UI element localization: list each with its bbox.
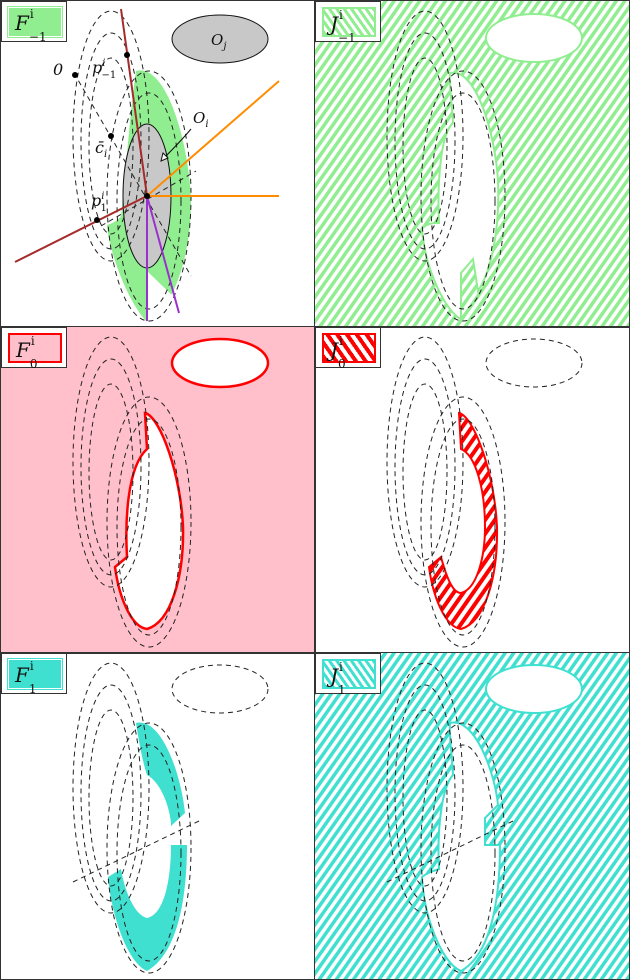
feasible-region-turquoise-lower <box>108 845 187 971</box>
region-gap <box>147 271 178 322</box>
free-region-cutout <box>420 71 500 321</box>
dashed-level-sets <box>386 662 514 974</box>
arrowhead-icon <box>160 152 169 162</box>
panel-f-1-drawing <box>72 662 269 974</box>
cone-edge-purple-2 <box>146 195 180 314</box>
hatched-region-red <box>427 411 499 631</box>
label-c-bar: c̄i <box>95 138 107 160</box>
point-p-minus1 <box>124 52 130 58</box>
dashed-level-sets <box>386 336 583 648</box>
panel-j-0-drawing <box>386 336 583 648</box>
panel-f-0-drawing <box>1 327 315 653</box>
cone-edge-orange-1 <box>146 80 280 197</box>
point-c-bar <box>108 133 114 139</box>
label-origin: 0 <box>53 60 63 79</box>
ray-p1 <box>14 195 148 263</box>
label-obstacle-oi: Oi <box>193 109 209 130</box>
free-region-cutout <box>113 411 185 631</box>
obstacle-oj-cutout <box>485 13 583 63</box>
label-obstacle-oj: Oj <box>211 31 226 52</box>
dashed-level-sets <box>386 10 506 322</box>
feasible-region-turquoise-upper <box>136 722 185 826</box>
point-center <box>144 193 150 199</box>
dashed-level-sets <box>72 336 192 648</box>
point-p1 <box>94 217 100 223</box>
obstacle-oj-cutout <box>170 337 270 389</box>
point-origin <box>72 72 78 78</box>
free-region-cutout <box>420 721 502 973</box>
label-p-minus1: pi−1 <box>92 58 116 81</box>
obstacle-oj-cutout <box>485 664 583 714</box>
ray-p-minus1 <box>120 8 148 197</box>
panel-j-minus1-drawing <box>315 1 629 327</box>
panel-j-1-drawing <box>315 653 629 979</box>
obstacle-oj <box>171 14 269 64</box>
dashed-level-sets <box>72 662 269 974</box>
